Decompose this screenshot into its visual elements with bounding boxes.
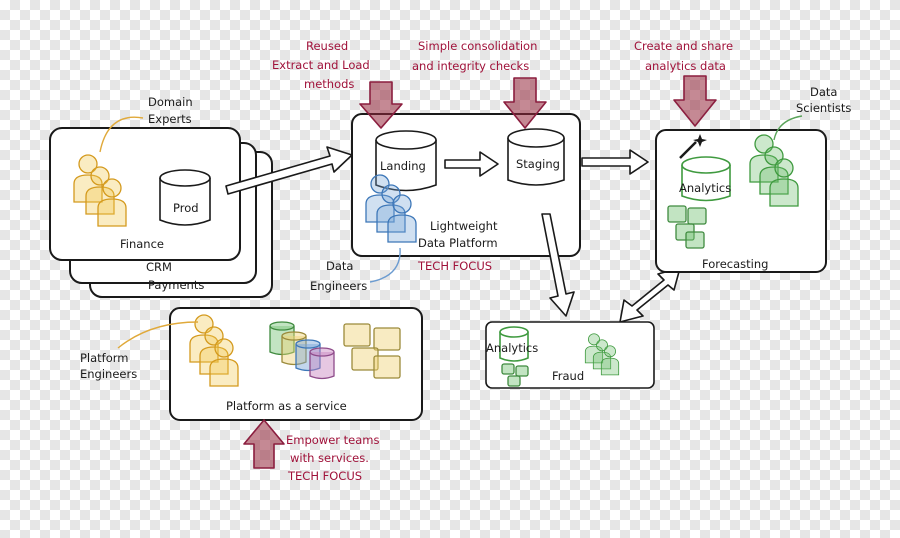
data-platform-box-group: Landing Staging Lightweight Data Platfor… [351,113,581,257]
forecasting-analytics-label: Analytics [679,181,731,195]
note-reused-line3: methods [304,77,354,91]
note-consolidation-line1: Simple consolidation [418,39,537,53]
services-tiles-icon [343,323,401,379]
data-platform-tech-focus: TECH FOCUS [417,259,492,273]
note-share-line2: analytics data [645,59,726,73]
data-engineers-label-line1: Data [326,259,353,273]
prod-label: Prod [173,201,199,215]
domain-experts-label-line1: Domain [148,95,193,109]
note-reused-line2: Extract and Load [272,58,370,72]
platform-service-box-group: Platform as a service [169,307,423,421]
data-engineers-connector [369,247,401,283]
data-platform-title-line2: Data Platform [418,236,498,250]
note-empower-tech-focus: TECH FOCUS [287,469,362,483]
note-empower-line1: Empower teams [286,433,380,447]
reused-note-arrow [359,81,403,129]
consolidation-note-arrow [503,77,547,129]
fraud-analytics-label: Analytics [486,341,538,355]
prod-database-icon [159,169,211,226]
domain-experts-label-line2: Experts [148,112,192,126]
data-platform-title-line1: Lightweight [430,219,498,233]
arrow-platform-to-forecasting [581,149,649,175]
fraud-box-group: Analytics Fraud [485,321,655,389]
arrow-forecasting-fraud [619,267,681,323]
forecasting-box-group: Analytics Forecasting [655,129,827,273]
landing-label: Landing [380,159,426,173]
staging-database-icon [507,128,565,186]
platform-engineers-label-line2: Engineers [80,367,137,381]
note-share-line1: Create and share [634,39,733,53]
empower-note-arrow [243,419,285,469]
platform-engineers-label-line1: Platform [80,351,129,365]
forecasting-data-tiles-icon [667,205,707,249]
note-consolidation-line2: and integrity checks [412,59,529,73]
arrow-platform-to-fraud [541,213,575,317]
fraud-label: Fraud [552,369,584,383]
fraud-analytics-database-icon [499,326,529,362]
staging-label: Staging [516,157,560,171]
magic-wand-icon [679,134,707,159]
arrow-sources-to-platform [225,146,353,195]
forecasting-box [655,129,827,273]
finance-box [49,127,241,261]
analytics-database-icon [681,156,731,202]
fraud-data-tiles-icon [501,363,529,387]
share-note-arrow [673,75,717,127]
crm-label: CRM [146,260,172,274]
arrow-landing-to-staging [444,151,499,177]
landing-database-icon [375,130,437,192]
platform-engineers-connector [117,321,199,349]
platform-service-label: Platform as a service [226,399,347,413]
source-systems-stack: Finance CRM Payments Prod [49,127,273,298]
forecasting-label: Forecasting [702,257,768,271]
data-scientists-connector [773,115,803,141]
data-engineers-label-line2: Engineers [310,279,367,293]
services-databases-icon [269,321,335,380]
data-scientists-label-line1: Data [810,85,837,99]
finance-label: Finance [120,237,164,251]
note-empower-line2: with services. [290,451,369,465]
data-scientists-label-line2: Scientists [796,101,851,115]
domain-experts-connector [99,116,144,153]
payments-label: Payments [148,278,204,292]
note-reused-line1: Reused [306,39,348,53]
